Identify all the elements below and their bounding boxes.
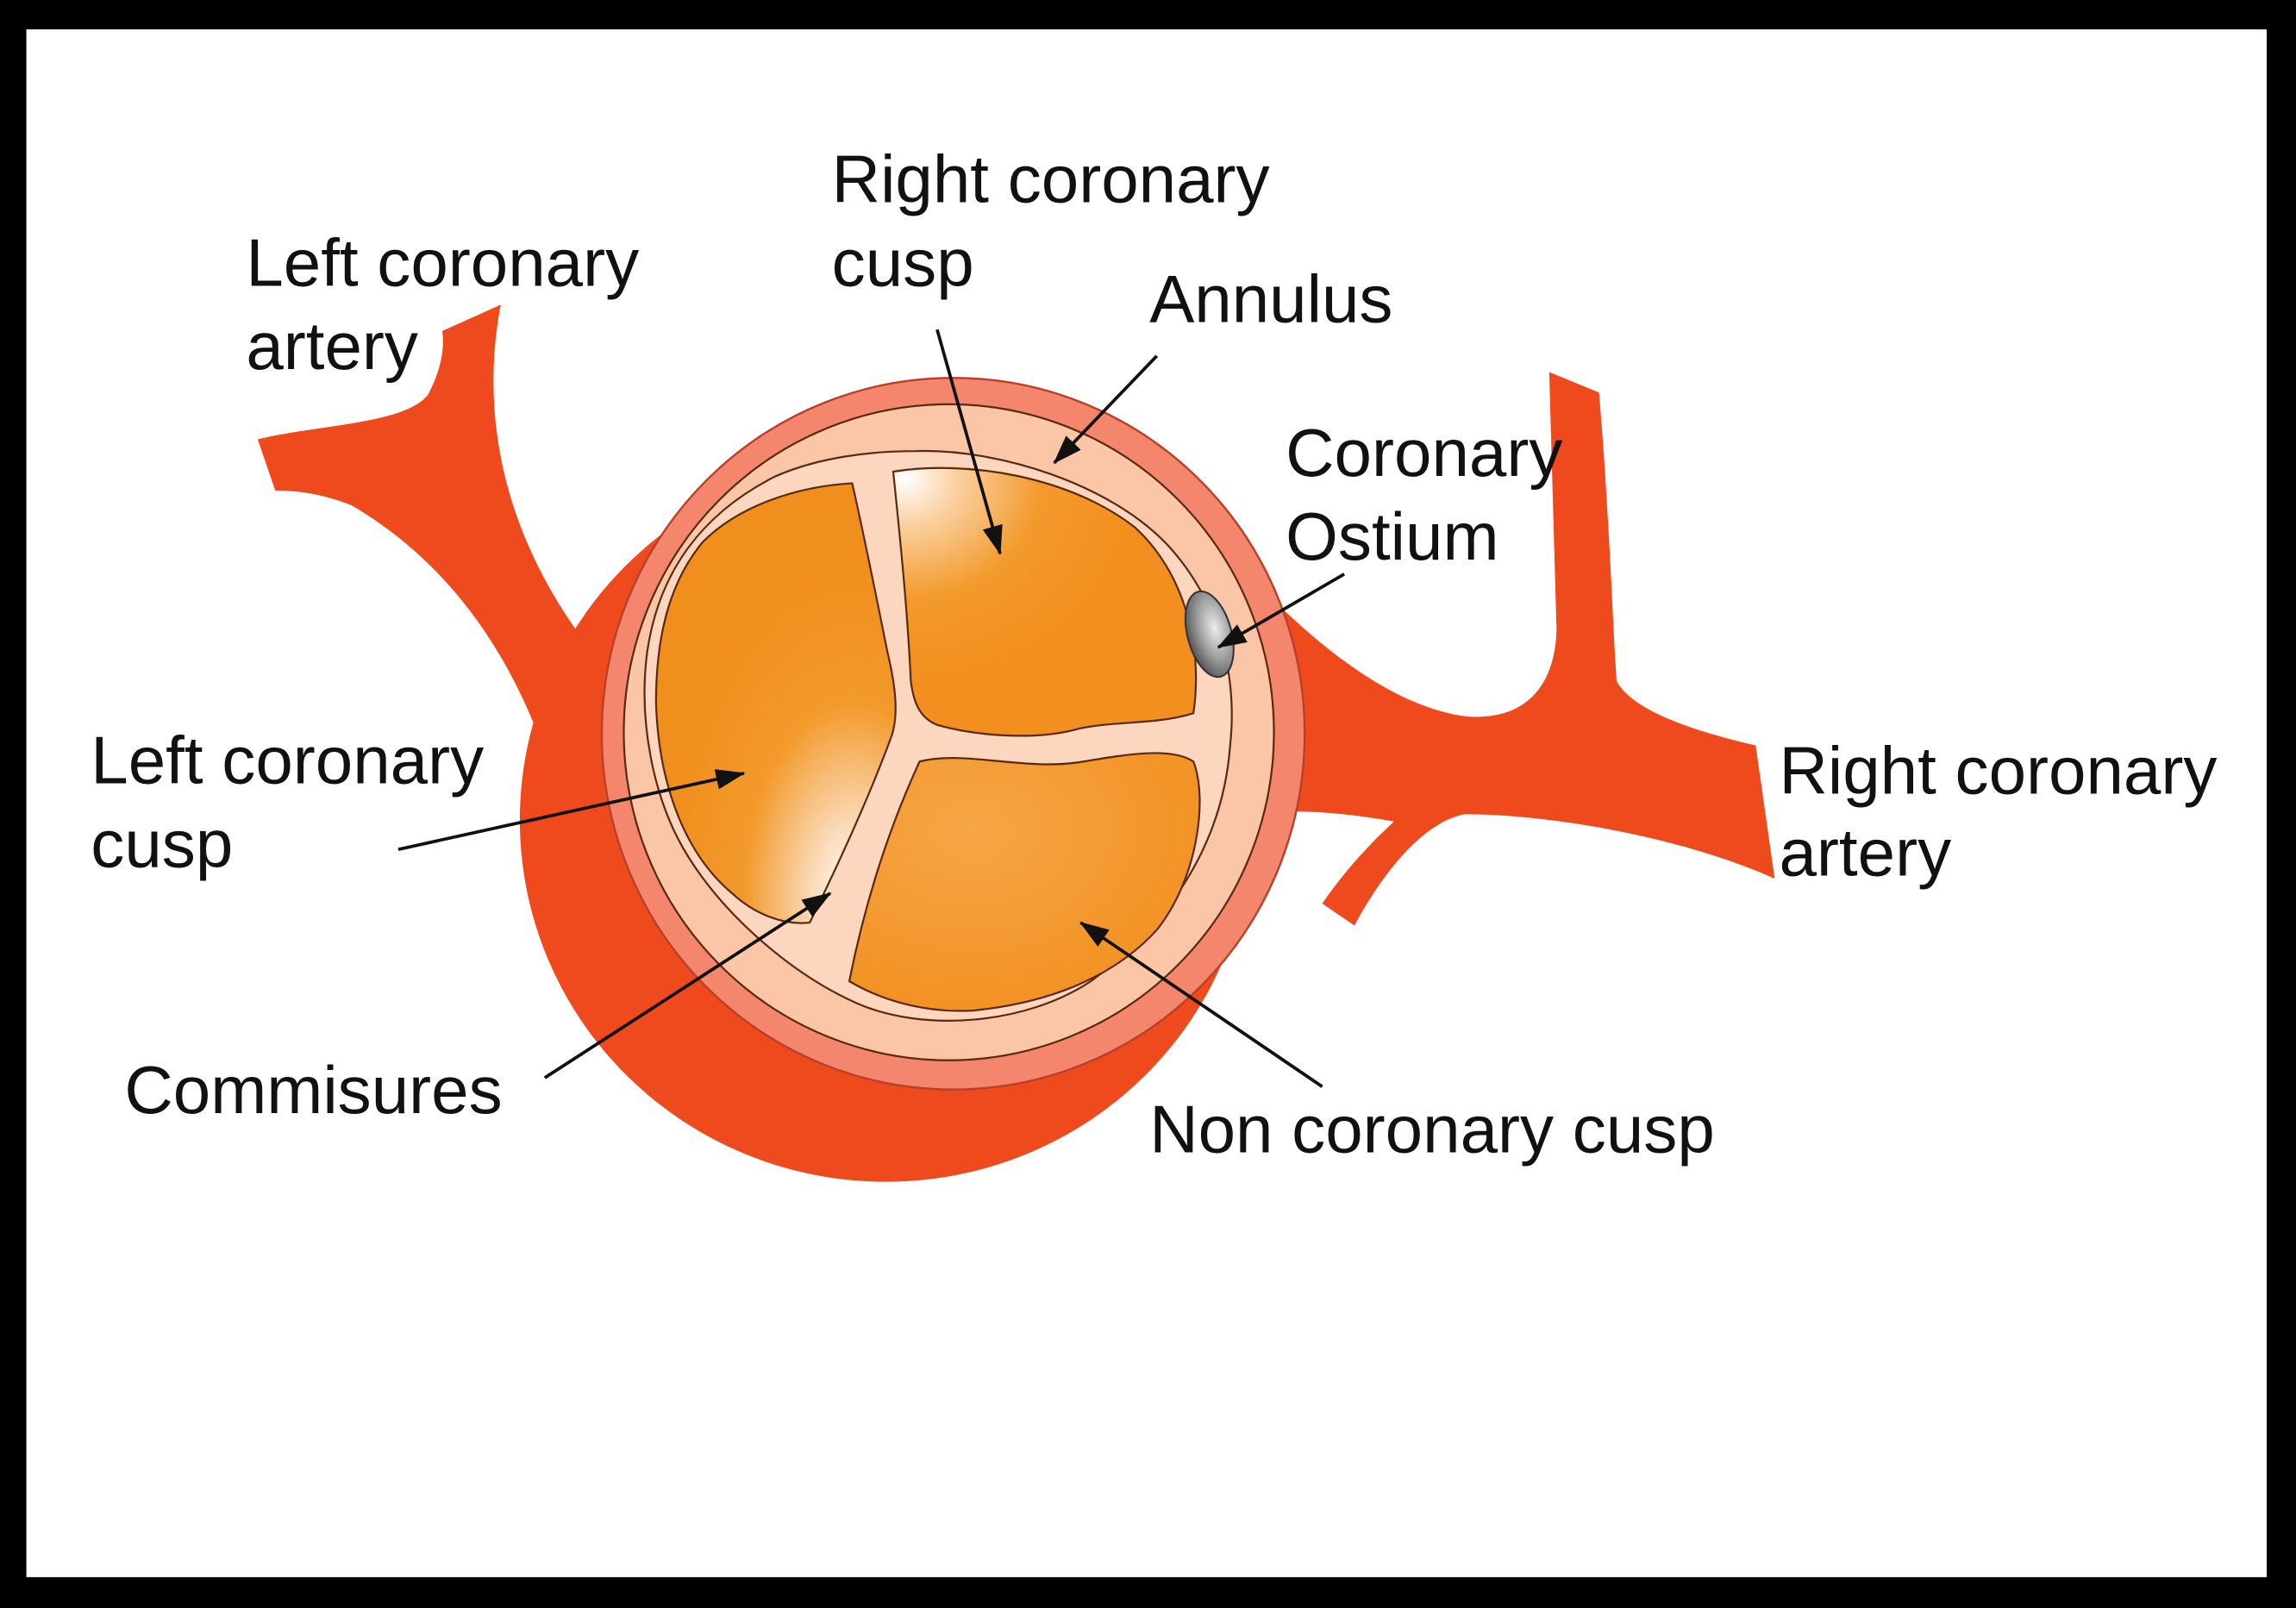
label-right-coronary-artery-line2: artery [1779, 815, 1951, 891]
label-right-coronary-cusp-line2: cusp [832, 224, 974, 300]
label-annulus: Annulus [1149, 261, 1392, 337]
label-left-coronary-cusp-line2: cusp [91, 806, 233, 882]
label-left-coronary-artery-line2: artery [246, 308, 418, 384]
label-non-coronary-cusp-line1: Non coronary cusp [1149, 1092, 1715, 1167]
label-coronary-ostium-line2: Ostium [1286, 498, 1498, 574]
label-left-coronary-artery-line1: Left coronary [246, 224, 639, 300]
label-non-coronary-cusp: Non coronary cusp [1149, 1092, 1715, 1167]
label-commisures: Commisures [124, 1052, 502, 1128]
label-annulus-line1: Annulus [1149, 261, 1392, 337]
label-right-coronary-cusp-line1: Right coronary [832, 141, 1270, 216]
label-right-coronary-artery-line1: Right coronary [1779, 733, 2217, 809]
label-left-coronary-cusp-line1: Left coronary [91, 723, 484, 798]
label-commisures-line1: Commisures [124, 1052, 502, 1128]
label-coronary-ostium-line1: Coronary [1286, 415, 1562, 491]
